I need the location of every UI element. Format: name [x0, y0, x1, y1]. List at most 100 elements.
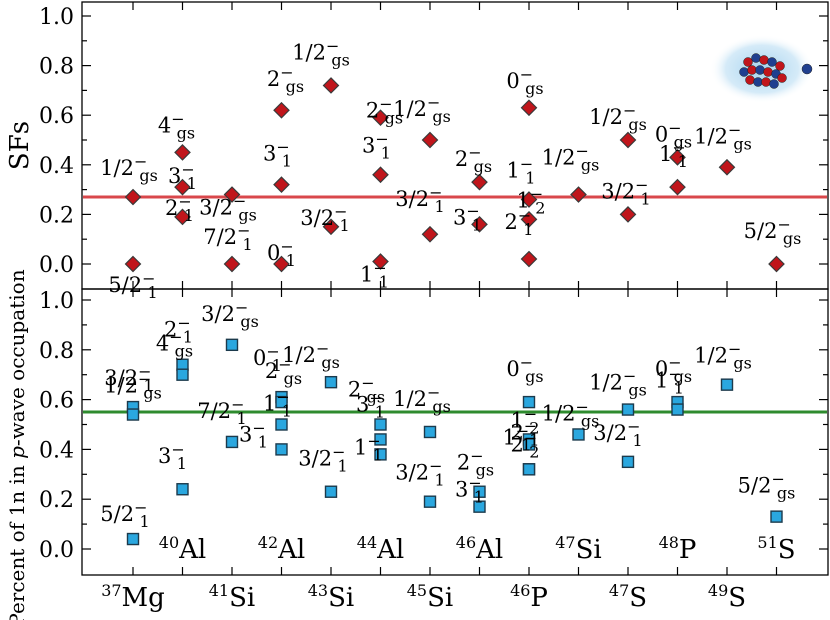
y-tick-label: 0.2: [39, 488, 74, 513]
point-label: 0−gs: [655, 118, 692, 151]
data-point: [619, 131, 637, 149]
data-point: [275, 395, 288, 409]
data-point: [275, 418, 288, 431]
point-label: 5/2−1: [108, 269, 157, 302]
y-tick-label: 0.8: [39, 55, 74, 80]
data-point: [522, 395, 536, 409]
point-label: 3−1: [356, 388, 385, 421]
data-point: [174, 144, 191, 161]
point-label: 0−gs: [506, 65, 543, 98]
data-point: [174, 178, 191, 196]
y-tick-label: 0.8: [39, 339, 74, 364]
data-point: [718, 158, 736, 176]
point-label: 3−1: [239, 418, 268, 451]
point-label: 1/2−gs: [589, 101, 647, 134]
point-label: 0−gs: [506, 353, 543, 386]
point-label: 0−1: [267, 237, 296, 270]
point-label: 3/2−1: [593, 417, 642, 450]
data-point: [572, 428, 585, 441]
data-point: [174, 208, 191, 226]
y-tick-label: 0.0: [39, 253, 74, 278]
data-point: [176, 368, 189, 381]
point-label: 3/2−1: [395, 183, 444, 216]
data-point: [421, 225, 439, 243]
point-label: 2−1: [505, 206, 534, 239]
point-label: 3−1: [263, 138, 292, 171]
x-tick-label: 37Mg: [101, 581, 165, 613]
data-point: [372, 166, 389, 184]
data-point: [520, 211, 538, 228]
point-label: 3−1: [362, 130, 391, 163]
data-point: [273, 176, 290, 193]
data-point: [225, 338, 239, 352]
y-tick-label: 0.0: [39, 538, 74, 563]
data-point: [770, 510, 783, 523]
point-label: 1−1: [655, 365, 684, 398]
point-label: 1/2−gs: [282, 339, 340, 372]
y-tick-label: 0.4: [39, 438, 74, 463]
point-label: 1/2−gs: [694, 120, 752, 153]
data-point: [473, 500, 486, 513]
x-tick-label: 51S: [757, 533, 795, 565]
point-label: 3−1: [168, 160, 197, 193]
y-tick-label: 1.0: [39, 289, 74, 314]
point-label: 5/2−gs: [738, 470, 796, 503]
plot-frame: [81, 288, 829, 576]
point-label: 1/2−gs: [292, 36, 350, 69]
data-point: [522, 438, 536, 451]
data-point: [471, 215, 488, 233]
point-label: 1−1: [263, 388, 292, 421]
data-point: [671, 403, 684, 416]
x-tick-label: 43Si: [308, 581, 355, 613]
point-label: 3/2−1: [300, 202, 349, 235]
point-label: 2−gs: [455, 143, 492, 176]
x-tick-label: 48P: [659, 533, 697, 565]
point-label: 1−1: [360, 259, 389, 292]
x-tick-label: 42Al: [258, 533, 305, 565]
data-point: [225, 435, 239, 449]
data-point: [669, 178, 686, 196]
x-tick-label: 40Al: [159, 533, 206, 565]
x-tick-label: 45Si: [407, 581, 454, 613]
point-label: 1−1: [507, 155, 536, 188]
point-label: 7/2−1: [197, 395, 246, 428]
point-label: 7/2−1: [203, 221, 252, 254]
y-axis-label: SFs: [5, 121, 35, 170]
data-point: [471, 173, 488, 191]
data-point: [473, 485, 486, 498]
point-label: 3/2−1: [601, 175, 650, 208]
data-point: [374, 418, 387, 431]
x-tick-label: 44Al: [357, 533, 404, 565]
y-axis-label: Percent of 1n in p-wave occupation: [5, 269, 29, 620]
point-label: 3/2−1: [298, 443, 347, 476]
data-point: [223, 186, 241, 203]
nucleus-halo-icon: [710, 35, 814, 103]
data-point: [124, 188, 142, 206]
point-label: 1−1: [659, 138, 688, 171]
point-label: 2−gs: [267, 63, 304, 96]
data-point: [520, 250, 538, 268]
data-point: [621, 403, 635, 416]
data-point: [223, 255, 241, 273]
point-label: 1/2−gs: [393, 93, 451, 126]
data-point: [669, 149, 686, 166]
point-label: 1−2: [511, 404, 540, 437]
data-point: [768, 255, 785, 273]
point-label: 3/2−gs: [201, 298, 259, 331]
point-label: 4−gs: [156, 328, 193, 361]
point-label: 0−gs: [655, 353, 692, 386]
point-label: 1/2−gs: [589, 367, 647, 400]
point-label: 3−1: [158, 440, 187, 473]
x-tick-label: 46P: [510, 581, 548, 613]
point-label: 2−2: [511, 428, 540, 461]
data-point: [126, 532, 140, 546]
point-label: 5/2−1: [100, 498, 149, 531]
data-point: [619, 206, 637, 223]
x-tick-label: 49S: [708, 581, 746, 613]
data-point: [126, 408, 140, 421]
data-point: [124, 255, 142, 273]
point-label: 2−1: [165, 192, 194, 225]
